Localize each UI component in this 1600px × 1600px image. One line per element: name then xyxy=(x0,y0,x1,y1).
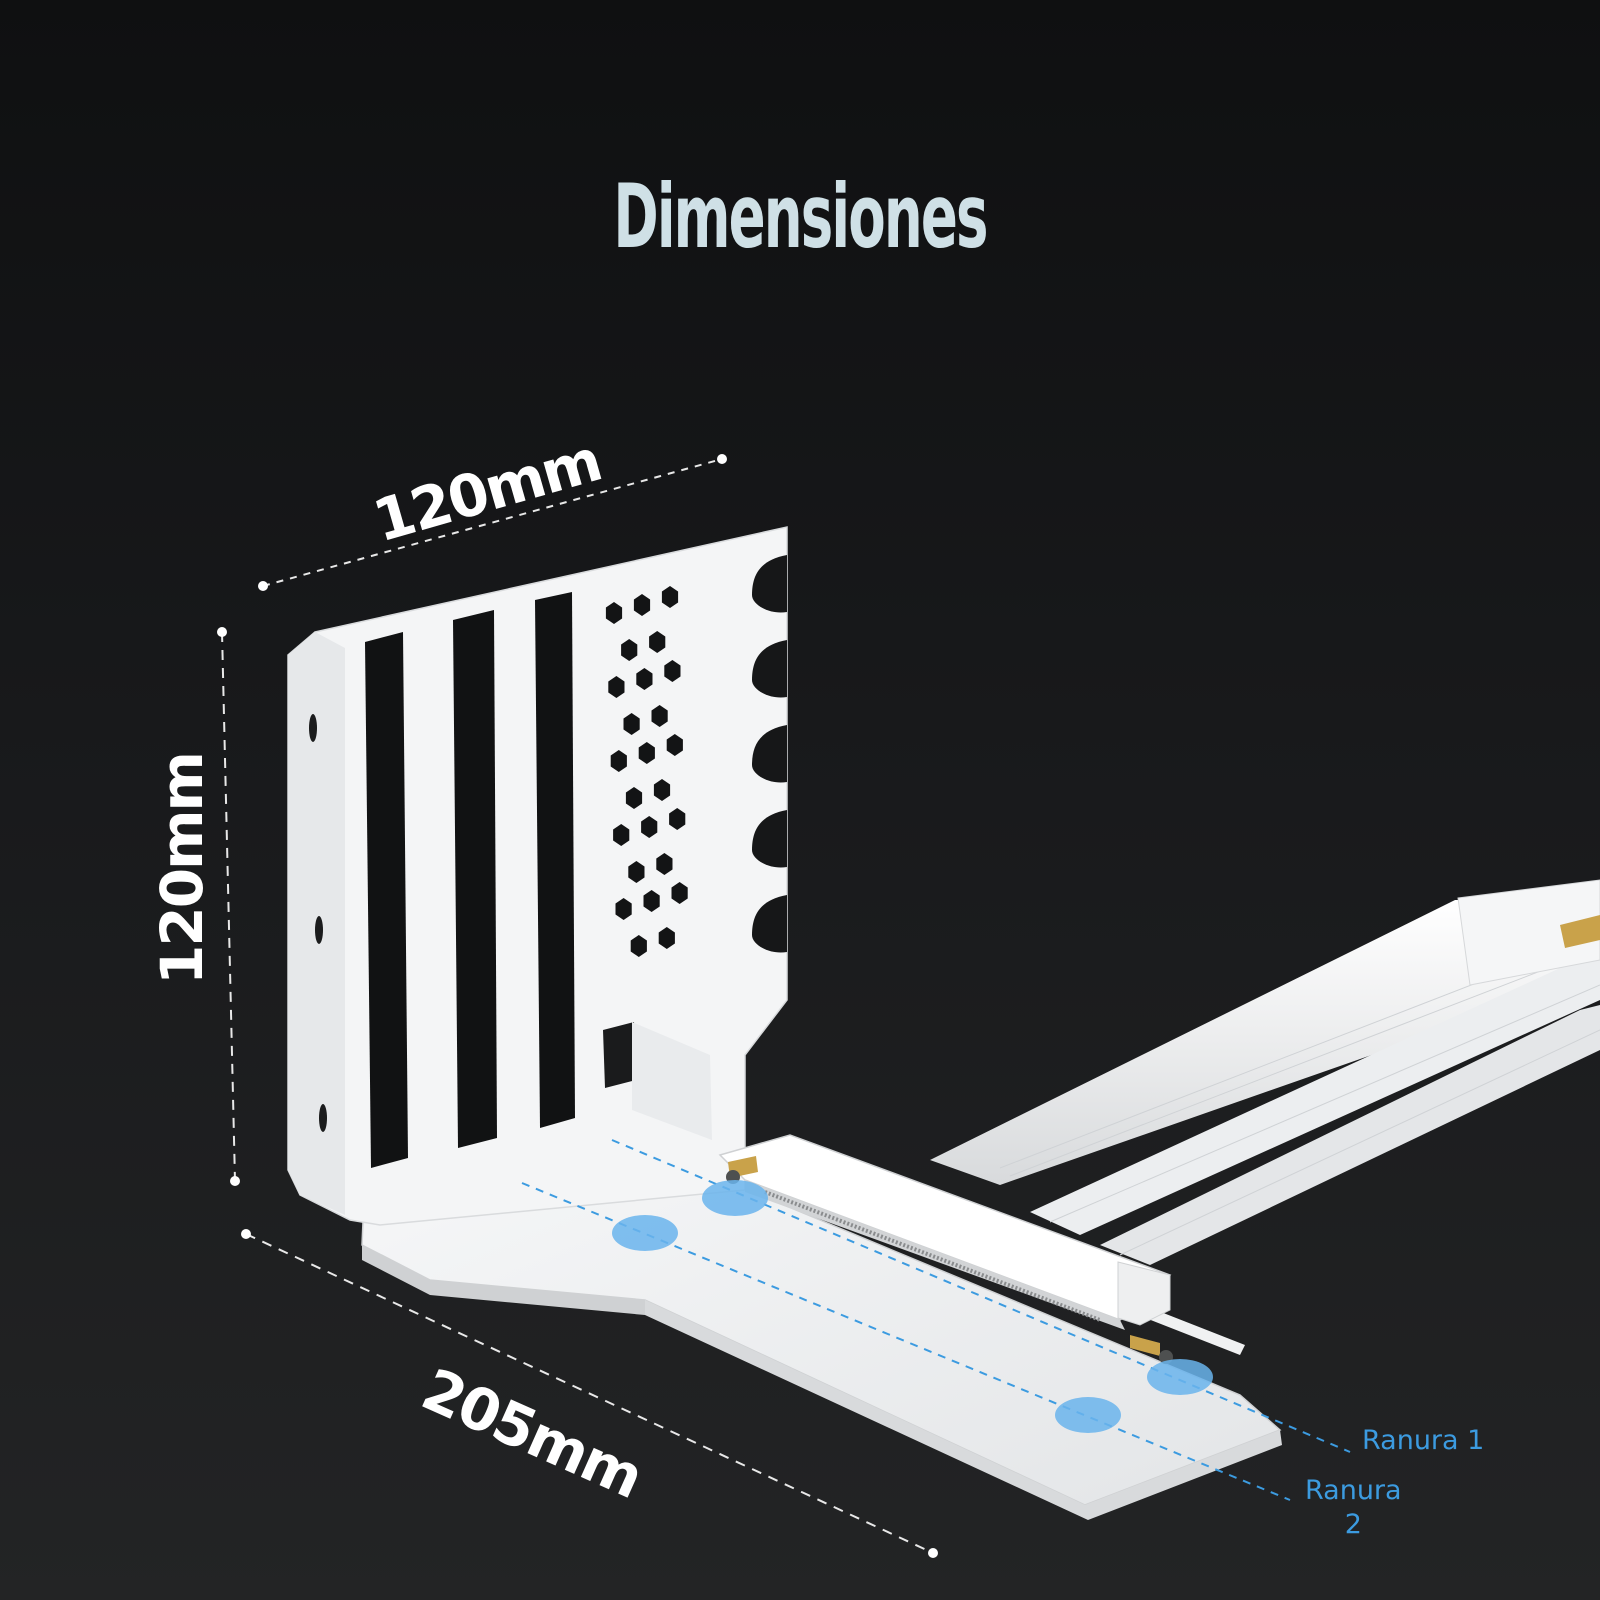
pcie-connector xyxy=(718,1134,1173,1364)
vertical-bracket xyxy=(287,526,788,1226)
dimension-line-left xyxy=(217,627,240,1186)
vent-hex-hole xyxy=(625,787,643,809)
vent-hex-hole xyxy=(651,705,668,727)
vent-hex-pattern xyxy=(605,586,688,957)
vent-hex-hole xyxy=(633,594,651,616)
vent-hex-hole xyxy=(661,586,679,608)
riser-cable xyxy=(930,879,1600,1265)
slot-markers xyxy=(521,1139,1351,1501)
vent-hex-hole xyxy=(605,602,623,624)
vent-hex-hole xyxy=(613,824,630,846)
vent-hex-hole xyxy=(656,853,673,875)
vent-hex-hole xyxy=(638,742,655,764)
vent-hex-hole xyxy=(664,660,681,682)
vent-hex-hole xyxy=(608,676,625,698)
slot-2-label: Ranura 2 xyxy=(1305,1474,1402,1542)
vent-hex-hole xyxy=(649,631,666,653)
vent-hex-hole xyxy=(671,882,688,904)
vent-hex-hole xyxy=(641,816,658,838)
vent-hex-hole xyxy=(615,898,632,920)
vent-hex-hole xyxy=(630,935,647,957)
slot-2-label-line2: 2 xyxy=(1344,1509,1362,1540)
vent-hex-hole xyxy=(643,890,660,912)
vent-hex-hole xyxy=(628,861,645,883)
dimension-line-bottom xyxy=(241,1229,938,1558)
vent-hex-hole xyxy=(623,713,640,735)
slot-2-label-line1: Ranura xyxy=(1305,1475,1402,1506)
vent-hex-hole xyxy=(636,668,653,690)
vent-hex-hole xyxy=(653,779,671,801)
vent-hex-hole xyxy=(669,808,686,830)
dimension-line-top xyxy=(258,454,727,591)
vent-hex-hole xyxy=(610,750,627,772)
vent-hex-hole xyxy=(621,639,638,661)
page-title: Dimensiones xyxy=(613,165,988,268)
dimension-label-height: 120mm xyxy=(148,753,216,985)
vent-hex-hole xyxy=(658,927,675,949)
slot-1-label: Ranura 1 xyxy=(1362,1425,1485,1456)
vent-hex-hole xyxy=(666,734,683,756)
